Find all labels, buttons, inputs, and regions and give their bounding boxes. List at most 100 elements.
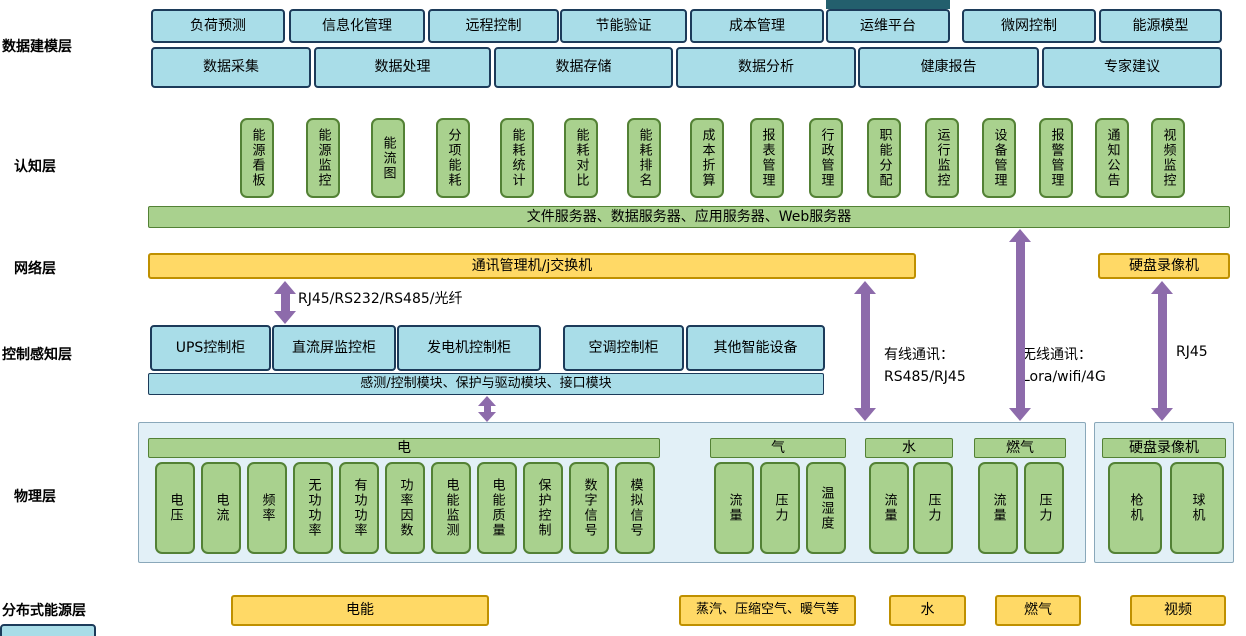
physical-box: 频率 bbox=[247, 462, 287, 554]
arrow-head-up bbox=[274, 281, 296, 294]
link-label-rj45: RJ45 bbox=[1176, 344, 1208, 360]
arrow-head-up bbox=[1151, 281, 1173, 294]
group-header-fuelgas: 燃气 bbox=[974, 438, 1066, 458]
energy-box: 蒸汽、压缩空气、暖气等 bbox=[679, 595, 856, 626]
cabinet-box: 其他智能设备 bbox=[686, 325, 825, 371]
modeling-box: 专家建议 bbox=[1042, 47, 1222, 88]
double-arrow bbox=[1151, 281, 1173, 421]
modeling-box: 远程控制 bbox=[428, 9, 559, 43]
physical-box: 模拟信号 bbox=[615, 462, 655, 554]
arrow-head-up bbox=[1009, 229, 1031, 242]
cabinet-box: 空调控制柜 bbox=[563, 325, 684, 371]
layer-label-network: 网络层 bbox=[14, 261, 56, 277]
cognition-box: 能耗排名 bbox=[627, 118, 661, 198]
clipped-bottom-box bbox=[0, 624, 96, 636]
layer-label-data-modeling: 数据建模层 bbox=[2, 39, 72, 55]
physical-box: 数字信号 bbox=[569, 462, 609, 554]
physical-box: 保护控制 bbox=[523, 462, 563, 554]
cognition-box: 行政管理 bbox=[809, 118, 843, 198]
physical-box: 枪机 bbox=[1108, 462, 1162, 554]
clipped-overlay bbox=[826, 0, 950, 9]
energy-box: 视频 bbox=[1130, 595, 1226, 626]
group-header-gas: 气 bbox=[710, 438, 846, 458]
physical-box: 电能质量 bbox=[477, 462, 517, 554]
cognition-box: 分项能耗 bbox=[436, 118, 470, 198]
physical-box: 流量 bbox=[869, 462, 909, 554]
arrow-shaft bbox=[1015, 242, 1025, 408]
arrow-shaft bbox=[860, 294, 870, 408]
cognition-box: 职能分配 bbox=[867, 118, 901, 198]
cognition-box: 报表管理 bbox=[750, 118, 784, 198]
physical-box: 功率因数 bbox=[385, 462, 425, 554]
double-arrow bbox=[274, 281, 296, 324]
physical-box: 流量 bbox=[978, 462, 1018, 554]
modeling-box: 数据采集 bbox=[151, 47, 311, 88]
arrow-head-up bbox=[478, 396, 496, 406]
physical-box: 电压 bbox=[155, 462, 195, 554]
cognition-box: 能耗对比 bbox=[564, 118, 598, 198]
cognition-box: 能流图 bbox=[371, 118, 405, 198]
physical-box: 球机 bbox=[1170, 462, 1224, 554]
link-label-wireless: 无线通讯： Lora/wifi/4G bbox=[1022, 347, 1106, 385]
energy-box: 电能 bbox=[231, 595, 489, 626]
modeling-box: 信息化管理 bbox=[289, 9, 425, 43]
arrow-head-down bbox=[274, 311, 296, 324]
arrow-head-down bbox=[478, 412, 496, 422]
cognition-box: 视频监控 bbox=[1151, 118, 1185, 198]
physical-box: 流量 bbox=[714, 462, 754, 554]
modeling-box: 成本管理 bbox=[690, 9, 824, 43]
cognition-box: 运行监控 bbox=[925, 118, 959, 198]
modeling-box: 健康报告 bbox=[858, 47, 1039, 88]
modeling-box: 能源模型 bbox=[1099, 9, 1222, 43]
modeling-box: 节能验证 bbox=[560, 9, 687, 43]
arrow-head-up bbox=[854, 281, 876, 294]
energy-box: 水 bbox=[889, 595, 966, 626]
cognition-box: 设备管理 bbox=[982, 118, 1016, 198]
link-label-wired: 有线通讯： RS485/RJ45 bbox=[884, 347, 966, 385]
group-header-dvr: 硬盘录像机 bbox=[1102, 438, 1226, 458]
servers-bar: 文件服务器、数据服务器、应用服务器、Web服务器 bbox=[148, 206, 1230, 228]
physical-box: 压力 bbox=[1024, 462, 1064, 554]
arrow-shaft bbox=[483, 406, 491, 412]
double-arrow bbox=[854, 281, 876, 421]
cabinet-box: 发电机控制柜 bbox=[397, 325, 541, 371]
double-arrow bbox=[1009, 229, 1031, 421]
physical-box: 压力 bbox=[913, 462, 953, 554]
physical-box: 电能监测 bbox=[431, 462, 471, 554]
physical-box: 压力 bbox=[760, 462, 800, 554]
physical-box: 温湿度 bbox=[806, 462, 846, 554]
modules-bar: 感测/控制模块、保护与驱动模块、接口模块 bbox=[148, 373, 824, 395]
layer-label-distributed-energy: 分布式能源层 bbox=[2, 603, 86, 619]
modeling-box: 负荷预测 bbox=[151, 9, 285, 43]
group-header-water: 水 bbox=[865, 438, 953, 458]
cognition-box: 能源监控 bbox=[306, 118, 340, 198]
comm-gateway-bar: 通讯管理机/j交换机 bbox=[148, 253, 916, 279]
cognition-box: 通知公告 bbox=[1095, 118, 1129, 198]
arrow-head-down bbox=[854, 408, 876, 421]
arrow-shaft bbox=[280, 294, 290, 311]
cabinet-box: UPS控制柜 bbox=[150, 325, 271, 371]
cabinet-box: 直流屏监控柜 bbox=[272, 325, 396, 371]
modeling-box: 数据存储 bbox=[494, 47, 673, 88]
arrow-head-down bbox=[1151, 408, 1173, 421]
energy-box: 燃气 bbox=[995, 595, 1081, 626]
physical-box: 无功功率 bbox=[293, 462, 333, 554]
cognition-box: 报警管理 bbox=[1039, 118, 1073, 198]
modeling-box: 运维平台 bbox=[826, 9, 950, 43]
physical-box: 有功功率 bbox=[339, 462, 379, 554]
cognition-box: 成本折算 bbox=[690, 118, 724, 198]
modeling-box: 数据分析 bbox=[676, 47, 856, 88]
physical-box: 电流 bbox=[201, 462, 241, 554]
modeling-box: 数据处理 bbox=[314, 47, 491, 88]
modeling-box: 微网控制 bbox=[962, 9, 1096, 43]
layer-label-control-sensing: 控制感知层 bbox=[2, 347, 72, 363]
cognition-box: 能源看板 bbox=[240, 118, 274, 198]
dvr-box: 硬盘录像机 bbox=[1098, 253, 1230, 279]
arrow-head-down bbox=[1009, 408, 1031, 421]
double-arrow bbox=[478, 396, 496, 422]
link-label-fiber: RJ45/RS232/RS485/光纤 bbox=[298, 291, 463, 307]
cognition-box: 能耗统计 bbox=[500, 118, 534, 198]
arrow-shaft bbox=[1157, 294, 1167, 408]
group-header-electric: 电 bbox=[148, 438, 660, 458]
